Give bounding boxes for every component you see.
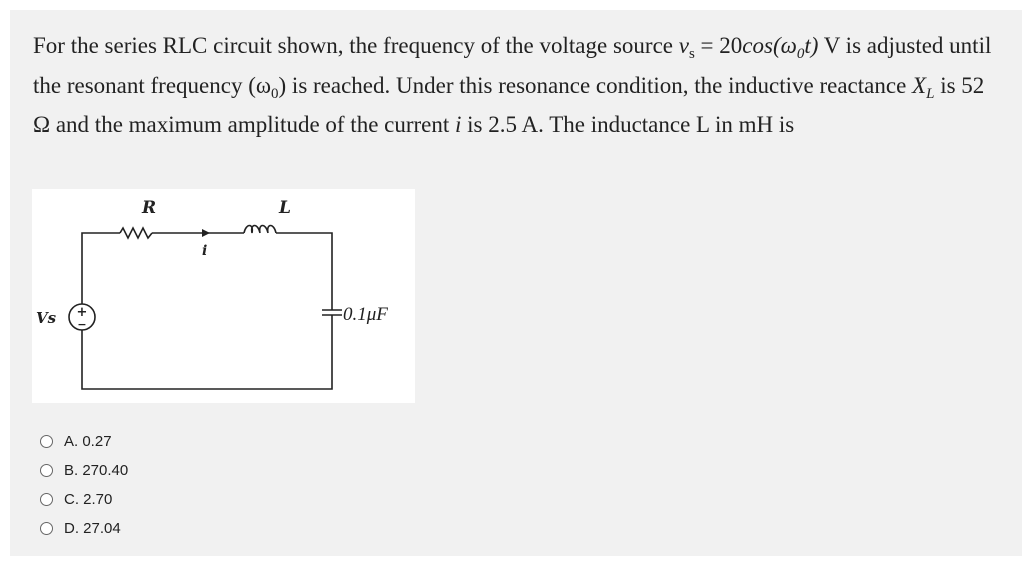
option-label: C. 2.70 <box>64 491 113 508</box>
radio-icon[interactable] <box>40 522 53 535</box>
option-c[interactable]: C. 2.70 <box>40 485 128 514</box>
voltage-source-circle <box>68 303 96 331</box>
resistor-label: R <box>141 198 156 218</box>
option-label: A. 0.27 <box>64 433 112 450</box>
current-arrow-icon <box>202 229 210 237</box>
answer-options: A. 0.27 B. 270.40 C. 2.70 D. 27.04 <box>40 427 128 543</box>
inductor-symbol <box>243 224 277 234</box>
option-b[interactable]: B. 270.40 <box>40 456 128 485</box>
current-label: i <box>202 243 207 259</box>
radio-icon[interactable] <box>40 493 53 506</box>
question-text: For the series RLC circuit shown, the fr… <box>33 33 992 137</box>
radio-icon[interactable] <box>40 464 53 477</box>
capacitor-label: 0.1μF <box>343 304 388 325</box>
circuit-svg: R L i Vs + − 0.1μF <box>36 198 388 390</box>
resistor-symbol <box>119 226 153 240</box>
top-wire-left <box>81 232 120 304</box>
source-plus-sign: + <box>77 305 88 320</box>
option-label: B. 270.40 <box>64 462 129 479</box>
inductor-label: L <box>278 198 291 218</box>
option-label: D. 27.04 <box>64 520 121 537</box>
circuit-diagram: R L i Vs + − 0.1μF <box>32 189 415 403</box>
bottom-wire <box>81 315 333 390</box>
source-minus-sign: − <box>77 318 86 331</box>
radio-icon[interactable] <box>40 435 53 448</box>
option-a[interactable]: A. 0.27 <box>40 427 128 456</box>
source-label: Vs <box>36 309 57 327</box>
question-card: For the series RLC circuit shown, the fr… <box>10 10 1022 556</box>
top-wire-right <box>276 232 333 310</box>
option-d[interactable]: D. 27.04 <box>40 514 128 543</box>
